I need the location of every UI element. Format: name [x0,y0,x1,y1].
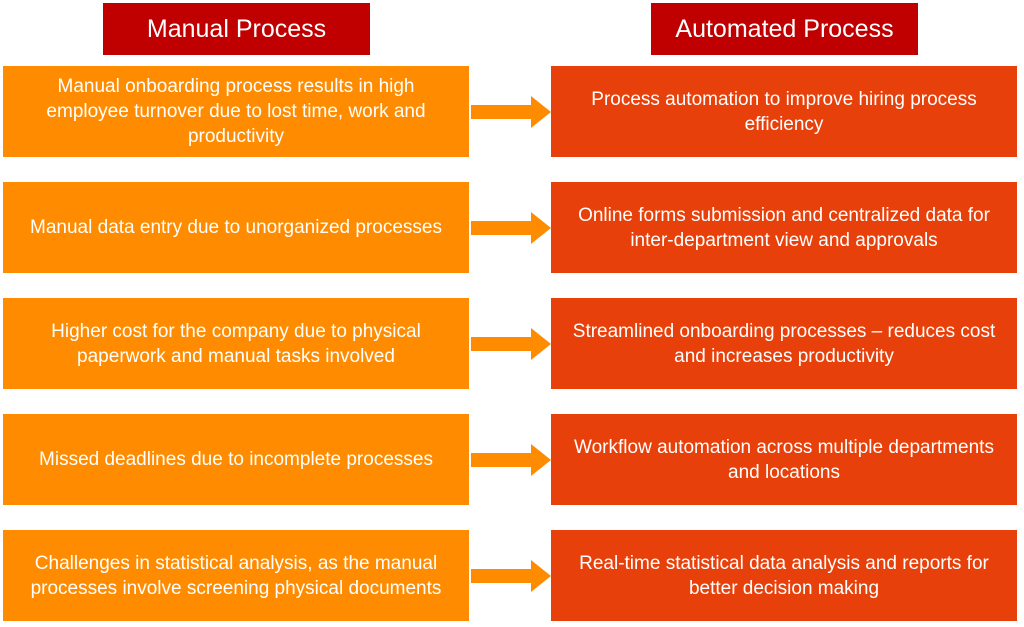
comparison-row: Higher cost for the company due to physi… [0,298,1024,389]
manual-process-header-label: Manual Process [146,14,327,43]
comparison-row: Missed deadlines due to incomplete proce… [0,414,1024,505]
right-arrow-icon [471,212,551,244]
comparison-row: Manual onboarding process results in hig… [0,66,1024,157]
automated-process-header-label: Automated Process [675,14,894,43]
manual-step-box: Higher cost for the company due to physi… [3,298,469,389]
comparison-row: Manual data entry due to unorganized pro… [0,182,1024,273]
manual-step-text: Higher cost for the company due to physi… [51,320,421,367]
automated-step-text: Process automation to improve hiring pro… [591,88,977,135]
automated-step-box: Real-time statistical data analysis and … [551,530,1017,621]
automated-step-box: Workflow automation across multiple depa… [551,414,1017,505]
manual-step-text: Missed deadlines due to incomplete proce… [39,449,433,470]
right-arrow-icon [471,444,551,476]
right-arrow-icon [471,560,551,592]
manual-process-header: Manual Process [103,3,370,55]
right-arrow-icon [471,96,551,128]
manual-step-box: Manual onboarding process results in hig… [3,66,469,157]
right-arrow-icon [471,328,551,360]
automated-step-text: Real-time statistical data analysis and … [579,552,989,599]
automated-step-box: Streamlined onboarding processes – reduc… [551,298,1017,389]
manual-step-box: Challenges in statistical analysis, as t… [3,530,469,621]
manual-step-box: Manual data entry due to unorganized pro… [3,182,469,273]
manual-step-text: Manual onboarding process results in hig… [46,76,426,147]
automated-step-text: Workflow automation across multiple depa… [574,436,994,483]
automated-step-text: Online forms submission and centralized … [578,204,990,251]
automated-step-box: Process automation to improve hiring pro… [551,66,1017,157]
manual-step-box: Missed deadlines due to incomplete proce… [3,414,469,505]
automated-step-text: Streamlined onboarding processes – reduc… [572,320,996,367]
comparison-row: Challenges in statistical analysis, as t… [0,530,1024,621]
manual-step-text: Challenges in statistical analysis, as t… [30,552,442,599]
automated-step-box: Online forms submission and centralized … [551,182,1017,273]
automated-process-header: Automated Process [651,3,918,55]
manual-step-text: Manual data entry due to unorganized pro… [30,217,442,238]
